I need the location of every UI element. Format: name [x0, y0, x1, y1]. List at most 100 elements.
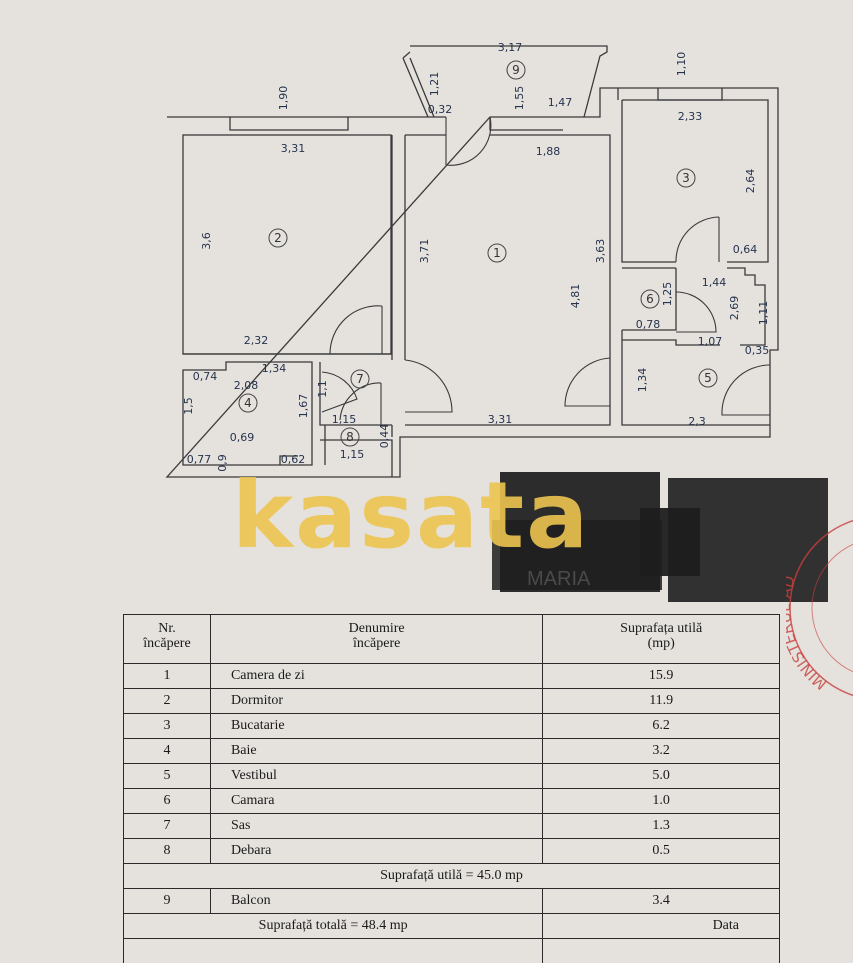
cell-nr: 6 — [123, 788, 211, 814]
dimension-label: 1,1 — [316, 380, 329, 398]
dimension-label: 3,17 — [498, 41, 523, 54]
dimension-label: 4,81 — [569, 284, 582, 309]
svg-text:9: 9 — [512, 63, 520, 77]
cell-name: Vestibul — [209, 763, 544, 789]
dimension-label: 2,69 — [728, 296, 741, 321]
door-debara — [339, 382, 382, 425]
dimension-label: 1,47 — [548, 96, 573, 109]
official-stamp: MINISTERUL AD — [786, 519, 853, 697]
door-bedroom — [329, 305, 383, 355]
cell-name: Debara — [209, 838, 544, 864]
dimension-label: 0,35 — [745, 344, 770, 357]
dimension-label: 1,67 — [297, 394, 310, 419]
dimension-label: 1,10 — [675, 52, 688, 77]
svg-text:3: 3 — [682, 171, 690, 185]
dimension-label: 1,25 — [661, 282, 674, 307]
cell-area: 6.2 — [542, 713, 780, 739]
header-nr: Nr.încăpere — [123, 614, 211, 664]
svg-text:8: 8 — [346, 430, 354, 444]
dimension-label: 1,5 — [182, 397, 195, 415]
dimension-label: 3,63 — [594, 239, 607, 264]
cell-area: 5.0 — [542, 763, 780, 789]
table-row-balcony: 9 Balcon 3.4 — [123, 888, 780, 914]
svg-text:2: 2 — [274, 231, 282, 245]
door-balcony — [445, 116, 492, 166]
redacted-name-text: MARIA — [527, 568, 591, 590]
dimension-label: 0,64 — [733, 243, 758, 256]
dimension-label: 1,44 — [702, 276, 727, 289]
cell-area: 1.3 — [542, 813, 780, 839]
header-area: Suprafața utilă(mp) — [542, 614, 780, 664]
outer-wall — [165, 87, 779, 478]
dimension-label: 3,71 — [418, 239, 431, 264]
watermark-logo: kasata — [232, 462, 591, 569]
dimension-label: 1,88 — [536, 145, 561, 158]
dimension-label: 0,62 — [281, 453, 306, 466]
cell-area: 3.2 — [542, 738, 780, 764]
dimension-label: 1,15 — [332, 413, 357, 426]
door-kitchen — [675, 216, 720, 263]
cell-area: 1.0 — [542, 788, 780, 814]
svg-text:7: 7 — [356, 372, 364, 386]
room-1-outline — [391, 134, 611, 426]
dimension-label: 0,74 — [193, 370, 218, 383]
dimension-label: 1,07 — [698, 335, 723, 348]
room-number-1: 1 — [487, 243, 507, 263]
room-4-outline — [182, 361, 313, 466]
svg-text:6: 6 — [646, 292, 654, 306]
dimension-label: 2,3 — [688, 415, 706, 428]
door-sas — [321, 371, 358, 413]
cell-nr: 4 — [123, 738, 211, 764]
dimension-label: 0,77 — [187, 453, 212, 466]
dimension-label: 2,64 — [744, 169, 757, 194]
room-number-8: 8 — [340, 427, 360, 447]
dimension-label: 3,6 — [200, 232, 213, 250]
room-number-5: 5 — [698, 368, 718, 388]
dimension-label: 0,44 — [378, 424, 391, 449]
total-row: Suprafață totală = 48.4 mp Data — [122, 913, 780, 939]
dimension-label: 2,08 — [234, 379, 259, 392]
room-number-3: 3 — [676, 168, 696, 188]
door-living — [404, 359, 453, 413]
cell-nr: 7 — [123, 813, 211, 839]
cell-name: Camara — [209, 788, 544, 814]
dimension-label: 1,34 — [636, 368, 649, 393]
door-vestibul — [564, 357, 611, 407]
cell-name: Sas — [209, 813, 544, 839]
dimension-label: 3,31 — [281, 142, 306, 155]
dimension-label: 0,32 — [428, 103, 453, 116]
cell-area: 11.9 — [542, 688, 780, 714]
cell-area: 15.9 — [542, 663, 780, 689]
walls — [165, 45, 779, 478]
cell-name: Dormitor — [209, 688, 544, 714]
subtotal-row: Suprafață utilă = 45.0 mp — [123, 863, 780, 889]
cell-name: Bucatarie — [209, 713, 544, 739]
dimension-label: 1,34 — [262, 362, 287, 375]
cell-nr: 5 — [123, 763, 211, 789]
door-camara — [675, 291, 717, 333]
dimension-label: 2,32 — [244, 334, 269, 347]
cell-nr: 8 — [123, 838, 211, 864]
cell-nr: 2 — [123, 688, 211, 714]
room-number-9: 9 — [506, 60, 526, 80]
room-number-2: 2 — [268, 228, 288, 248]
cell-name: Baie — [209, 738, 544, 764]
balcony-outline — [402, 45, 608, 118]
cell-area: 0.5 — [542, 838, 780, 864]
dimension-label: 0,9 — [216, 454, 229, 472]
room-3-outline — [621, 99, 769, 263]
dimension-label: 3,31 — [488, 413, 513, 426]
svg-text:5: 5 — [704, 371, 712, 385]
dimension-label: 1,21 — [428, 72, 441, 97]
dimension-label: 1,15 — [340, 448, 365, 461]
